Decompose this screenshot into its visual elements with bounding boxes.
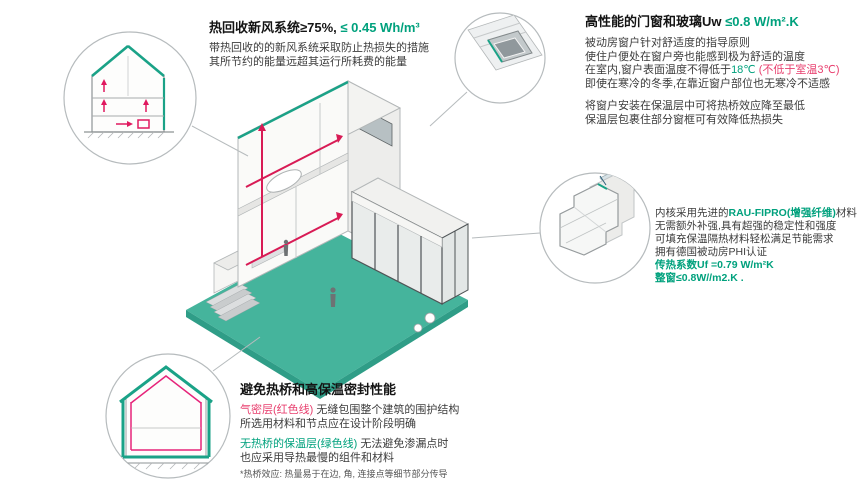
profile-line1-brand: RAU-FIPRO(增强纤维) (728, 207, 836, 219)
callout-frame-profile (539, 172, 651, 284)
insulation-green-line (119, 365, 213, 459)
ventilation-body-line1: 带热回收的的新风系统采取防止热损失的措施 (209, 42, 429, 54)
profile-line6: 整窗≤0.8W//m2.K . (655, 272, 744, 284)
thermal-callout-text: 避免热桥和高保温密封性能 气密层(红色线) 无缝包围整个建筑的围护结构 所选用材… (240, 382, 570, 482)
windows-line4: 即使在寒冷的冬季,在靠近窗户部位也无寒冷不适感 (585, 77, 831, 90)
ventilation-title-main: 热回收新风系统≥75%, (209, 20, 337, 35)
callout-ventilation-detail (63, 31, 197, 165)
thermal-line1-rest: 无缝包围整个建筑的围护结构 (313, 404, 460, 416)
ventilation-ducts (245, 123, 343, 266)
thermal-line3-rest: 无法避免渗漏点时 (357, 438, 449, 450)
garden-bushes (413, 312, 436, 333)
windows-callout-text: 高性能的门窗和玻璃Uw ≤0.8 W/m².K 被动房窗户针对舒适度的指导原则 … (585, 14, 863, 127)
profile-callout-text: 内核采用先进的RAU-FIPRO(增强纤维)材料 无需额外补强,具有超强的稳定性… (655, 207, 863, 285)
thermal-line3-label: 无热桥的保温层(绿色线) (240, 438, 358, 450)
windows-line2: 使住户便处在窗户旁也能感到极为舒适的温度 (585, 50, 805, 63)
callout-window-corner (454, 12, 546, 104)
windows-title-main: 高性能的门窗和玻璃Uw (585, 14, 726, 29)
conservatory (350, 177, 470, 305)
windows-line3-note: (不低于室温3℃) (755, 64, 840, 76)
windows-title-value: ≤0.8 W/m².K (725, 14, 799, 29)
ventilation-callout-text: 热回收新风系统≥75%, ≤ 0.45 Wh/m³ 带热回收的的新风系统采取防止… (209, 20, 429, 69)
callout-thermal-section (105, 353, 231, 479)
profile-line1: 内核采用先进的RAU-FIPRO(增强纤维)材料 (655, 207, 863, 220)
person-figures (283, 239, 336, 307)
thermal-line1: 气密层(红色线) 无缝包围整个建筑的围护结构 (240, 404, 570, 418)
thermal-footnote: *热桥效应: 热量易于在边, 角, 连接点等细节部分传导 (240, 469, 448, 479)
windows-line3: 在室内,窗户表面温度不得低于18℃ (不低于室温3℃) (585, 64, 863, 78)
ventilation-title-value: ≤ 0.45 Wh/m³ (336, 20, 420, 35)
profile-line2: 无需额外补强,具有超强的稳定性和强度 (655, 220, 837, 232)
profile-line4: 拥有德国被动房PHI认证 (655, 246, 768, 258)
windows-line6: 保温层包裹住部分窗框可有效降低热损失 (585, 113, 783, 126)
thermal-line4: 也应采用导热最慢的组件和材料 (240, 451, 394, 464)
ventilation-title: 热回收新风系统≥75%, ≤ 0.45 Wh/m³ (209, 20, 429, 35)
windows-line1: 被动房窗户针对舒适度的指导原则 (585, 37, 750, 49)
ventilation-body-line2: 其所节约的能量远超其运行所耗费的能量 (209, 55, 407, 68)
windows-title: 高性能的门窗和玻璃Uw ≤0.8 W/m².K (585, 14, 863, 29)
thermal-line2: 所选用材料和节点应在设计阶段明确 (240, 417, 416, 430)
windows-line3-pre: 在室内,窗户表面温度不得低于 (585, 64, 732, 76)
thermal-line1-label: 气密层(红色线) (240, 404, 314, 416)
leader-lines (191, 91, 541, 372)
thermal-line3: 无热桥的保温层(绿色线) 无法避免渗漏点时 (240, 438, 570, 452)
profile-line1-post: 材料 (835, 207, 857, 219)
thermal-title: 避免热桥和高保温密封性能 (240, 382, 397, 397)
profile-line5: 传热系数Uf =0.79 W/m²K (655, 259, 774, 271)
airtight-pink-line (130, 375, 202, 451)
windows-line5: 将窗户安装在保温层中可将热桥效应降至最低 (585, 100, 805, 112)
garden-stairs (205, 283, 261, 322)
windows-line3-temp: 18℃ (731, 64, 756, 76)
profile-line3: 可填充保温隔热材料轻松满足节能需求 (655, 233, 834, 245)
profile-line1-pre: 内核采用先进的 (655, 207, 729, 219)
